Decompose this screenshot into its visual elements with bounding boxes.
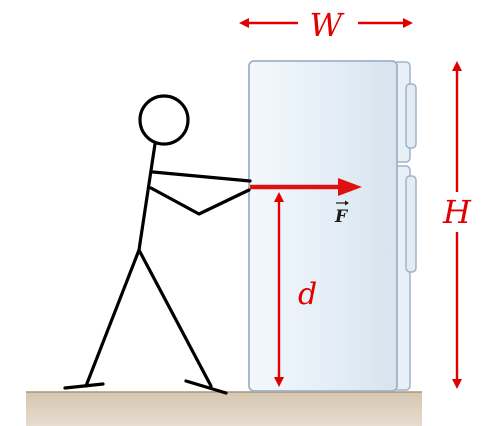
svg-text:F: F (334, 207, 349, 227)
figure-foot-right (184, 379, 228, 395)
figure-torso (137, 142, 157, 252)
figure-leg-right (137, 248, 213, 388)
figure-arm-upper (151, 170, 252, 183)
figure-foot-left (63, 382, 105, 390)
floor (26, 391, 422, 426)
stick-figure (63, 94, 252, 395)
force-arrow (250, 178, 362, 196)
figure-leg-left (84, 248, 141, 388)
fridge-body (248, 60, 398, 392)
fridge-handle-lower (405, 175, 417, 273)
figure-arm-lower (149, 186, 251, 216)
force-label: F (334, 200, 349, 227)
figure-head (138, 94, 190, 146)
width-label: W (310, 6, 346, 44)
distance-label: d (298, 277, 317, 312)
refrigerator (248, 60, 417, 392)
height-label: H (442, 193, 472, 231)
fridge-handle-upper (405, 83, 417, 149)
